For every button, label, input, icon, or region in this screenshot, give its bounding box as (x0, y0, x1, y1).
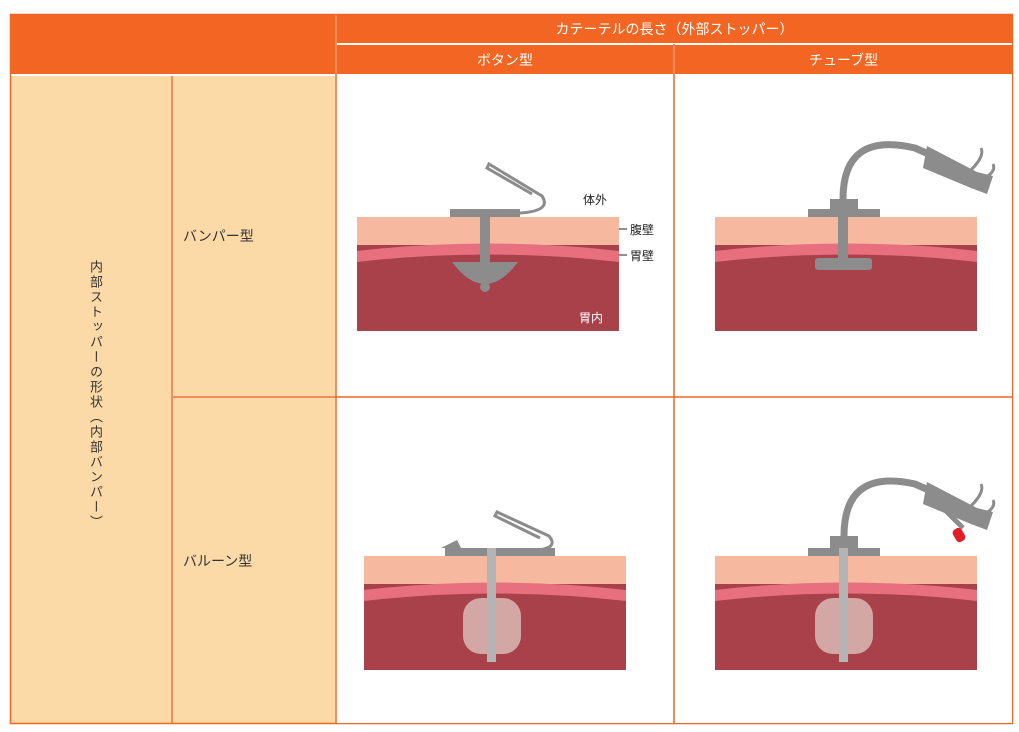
tube-connector (923, 146, 993, 194)
balloon-port-red-tip (952, 527, 966, 543)
label-outside: 体外 (583, 193, 607, 207)
tube-connector (923, 482, 993, 530)
internal-stopper-title: 内部ストッパーの形状（内部バンパー） (87, 260, 102, 530)
internal-bumper (815, 258, 872, 270)
catheter-shaft (839, 548, 848, 662)
internal-bumper (452, 262, 518, 284)
header-button-type: ボタン型 (337, 45, 673, 74)
cell-button-bumper: 体外 腹壁 胃壁 胃内 (337, 76, 673, 396)
plug-cap (485, 161, 546, 215)
catheter-shaft (480, 217, 490, 269)
row-bumper-type: バンパー型 (173, 76, 335, 396)
feeding-tube (840, 477, 935, 537)
row-group-header (10, 76, 171, 723)
label-abdominal-wall: 腹壁 (630, 222, 654, 237)
row-balloon-type: バルーン型 (173, 398, 335, 723)
cell-button-balloon (337, 398, 673, 723)
label-gastric-wall: 胃壁 (630, 248, 654, 263)
external-stopper (445, 548, 555, 556)
external-stopper (808, 209, 880, 217)
label-stomach-inside: 胃内 (579, 311, 603, 325)
header-tube-type: チューブ型 (675, 45, 1012, 74)
catheter-shaft (838, 217, 848, 267)
catheter-shaft (487, 548, 496, 662)
cell-tube-bumper (675, 76, 1012, 396)
header-catheter-length: カテーテルの長さ（外部ストッパー） (337, 14, 1012, 43)
header-corner (10, 14, 335, 74)
feeding-tube (839, 141, 935, 200)
external-stopper (450, 209, 520, 217)
cell-tube-balloon (675, 398, 1012, 723)
plug-cap (492, 510, 554, 552)
